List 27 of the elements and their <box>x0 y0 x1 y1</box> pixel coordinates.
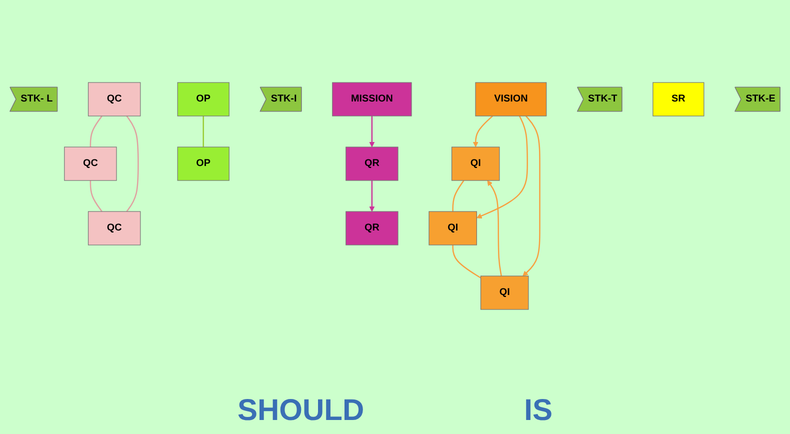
arrow <box>369 116 375 148</box>
node-box: SR <box>652 82 704 116</box>
node-box: QC <box>88 82 141 116</box>
node-box: QI <box>480 276 529 310</box>
arrow <box>522 116 540 276</box>
node-box: OP <box>177 146 230 181</box>
arrow <box>369 180 375 212</box>
arrow <box>472 116 494 148</box>
node-box: QC <box>64 146 117 181</box>
node-box: MISSION <box>332 82 412 116</box>
node-box: OP <box>177 82 230 116</box>
caption-word: IS <box>524 394 553 428</box>
connector <box>90 116 102 147</box>
node-box: QI <box>428 211 477 246</box>
arrow <box>487 180 502 276</box>
arrow <box>476 116 528 218</box>
node-box: VISION <box>475 82 547 116</box>
node-box: QC <box>88 211 141 246</box>
node-box: QR <box>346 211 398 246</box>
caption-word: SHOULD <box>237 394 364 428</box>
connector <box>90 180 102 212</box>
connector <box>452 245 482 278</box>
connector <box>126 116 139 212</box>
node-box: QR <box>346 146 398 181</box>
connector <box>452 180 464 212</box>
node-box: QI <box>451 146 500 181</box>
connector <box>202 116 204 147</box>
